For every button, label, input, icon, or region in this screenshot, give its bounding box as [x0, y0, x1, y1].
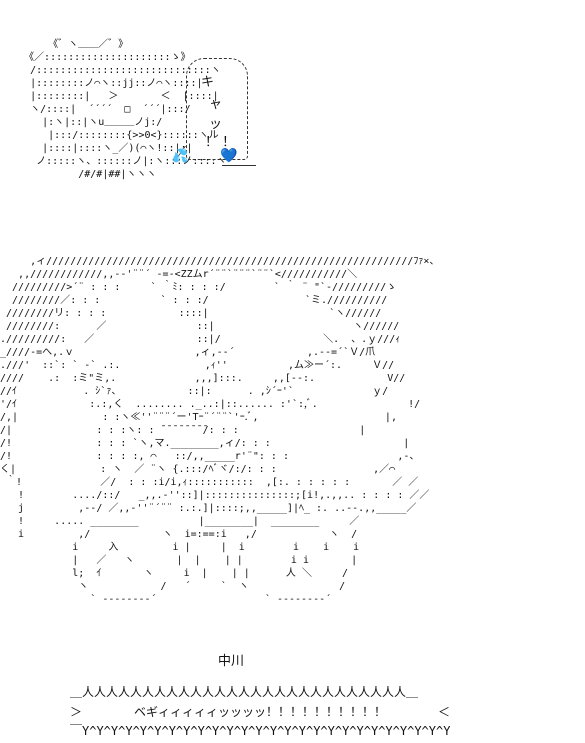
bubble-underline	[222, 165, 256, 166]
bubble-text-line-2: ャ	[209, 97, 223, 112]
sfx-text: ベギィィィィィッッッッ！！！！！！！！！！	[133, 705, 386, 719]
scene-ascii-art: ,ィ//////////////////////////////////////…	[0, 256, 440, 605]
nakagawa-label: 中川	[218, 654, 245, 669]
sfx-shout: ＞ ベギィィィィィッッッッ！！！！！！！！！！ ＜	[70, 703, 450, 720]
sfx-border-top: ＿人人人人人人人人人人人人人人人人人人人人人人人人人人人＿	[70, 685, 419, 699]
bubble-text-line-1: キ	[201, 75, 215, 90]
character-ascii-art: 《゛ヽ＿＿／゛》 《／:::::::::::::::::::::ゝ》 /::::…	[24, 39, 227, 180]
sfx-left-bracket: ＞	[70, 705, 83, 719]
sfx-right-bracket: ＜	[437, 705, 450, 719]
bubble-text-line-3: ッ	[209, 117, 223, 132]
speech-bubble: キ ャ ッ ！ ！	[186, 58, 248, 160]
sweat-drop-icon: 💦	[172, 148, 189, 163]
bubble-text-line-4: ！ ！	[205, 135, 236, 150]
sfx-border-bottom: ￣Y^Y^Y^Y^Y^Y^Y^Y^Y^Y^Y^Y^Y^Y^Y^Y^Y^Y^Y^Y…	[70, 724, 450, 738]
heart-icon: 💙	[220, 149, 238, 164]
